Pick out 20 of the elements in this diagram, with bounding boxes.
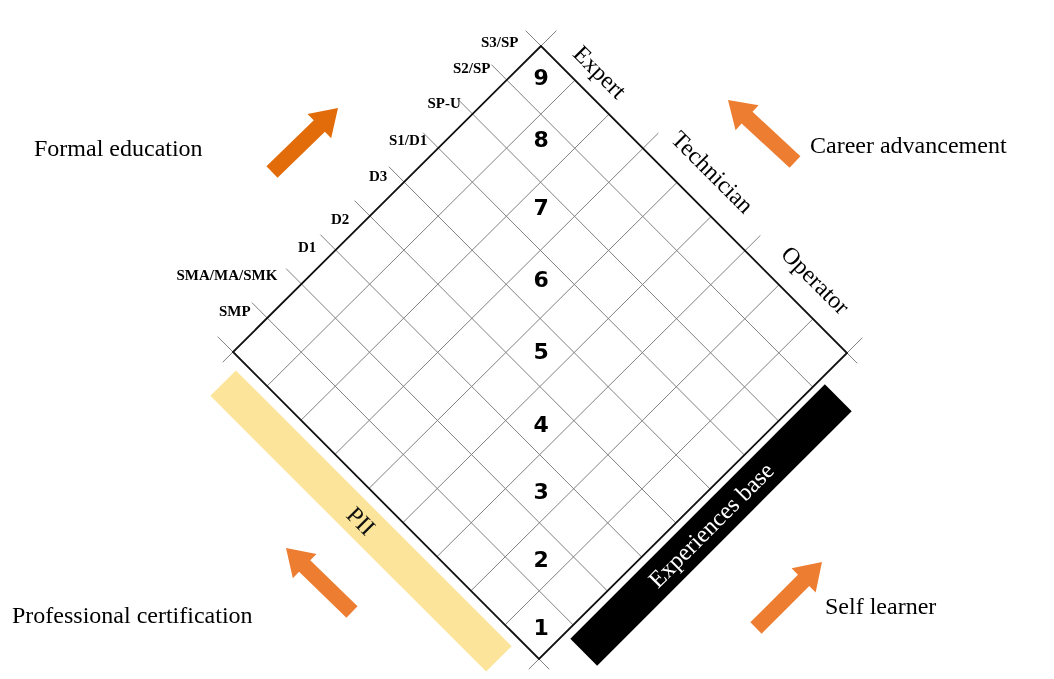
level-label: SMP <box>219 303 251 319</box>
level-label: D3 <box>369 168 388 184</box>
level-label: SP-U <box>427 95 461 111</box>
level-number: 2 <box>533 549 549 571</box>
level-number: 1 <box>533 617 549 639</box>
level-label: SMA/MA/SMK <box>176 267 278 283</box>
level-number: 3 <box>533 481 549 503</box>
level-label: S1/D1 <box>389 132 428 148</box>
level-number: 7 <box>533 197 549 219</box>
level-label: D2 <box>331 211 350 227</box>
level-label: S3/SP <box>481 34 519 50</box>
level-number: 5 <box>533 341 549 363</box>
path-label: Formal education <box>34 136 203 160</box>
level-label: D1 <box>298 239 317 255</box>
level-number: 8 <box>533 129 549 151</box>
level-number: 6 <box>533 269 549 291</box>
path-label: Career advancement <box>810 133 1007 157</box>
level-number: 9 <box>533 67 549 89</box>
level-number: 4 <box>533 414 549 436</box>
level-label: S2/SP <box>453 60 491 76</box>
